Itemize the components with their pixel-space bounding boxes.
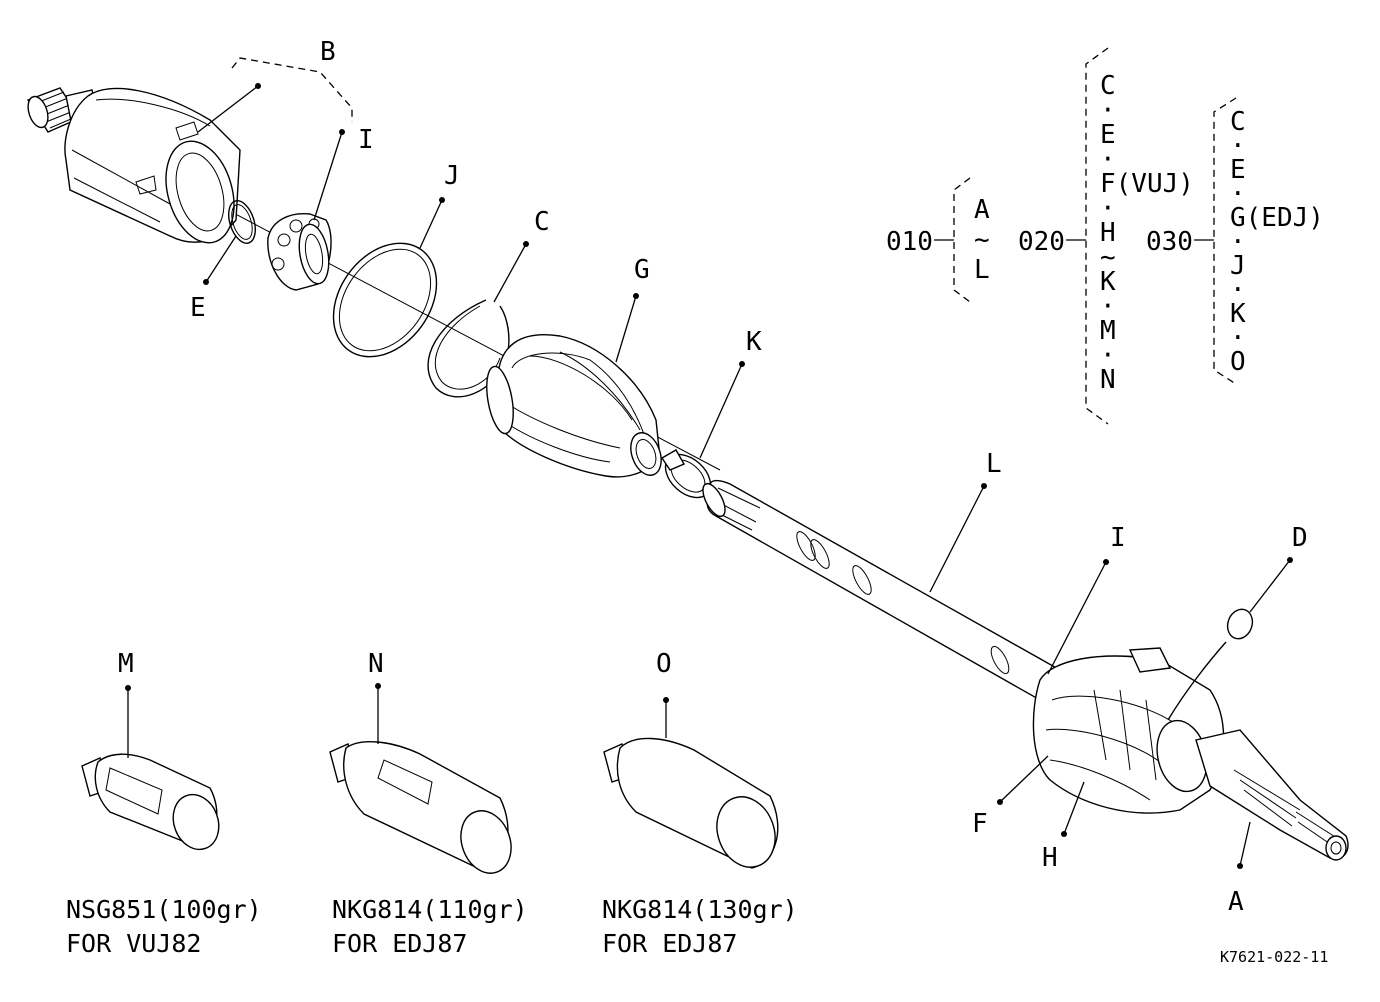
g030-item: J [1230,251,1246,281]
g020-item: C [1100,71,1116,101]
g030-item: E [1230,155,1246,185]
callout-b: B [320,37,336,67]
callout-j: J [444,161,460,191]
g020-item: N [1100,365,1116,395]
g020-item: E [1100,120,1116,150]
callout-labels: B I E J C G K L I D F H A M N O [118,37,1308,917]
callout-g: G [634,255,650,285]
boot-g [486,334,662,478]
grease-tube-m [81,753,220,851]
callout-l: L [986,449,1002,479]
g030-item: O [1230,347,1246,377]
g030-item: C [1230,107,1246,137]
g020-item: M [1100,316,1116,346]
drawing-number: K7621-022-11 [1220,948,1328,966]
snap-ring-d [1226,608,1254,640]
group-030-code: 030 [1146,227,1193,257]
grease-tube-n [329,741,512,874]
g010-item: A [974,195,990,225]
callout-i-top: I [358,125,374,155]
g020-item: ~ [1100,243,1116,273]
callout-m: M [118,649,134,679]
circlip-c [427,299,510,398]
grease-m-line2: FOR VUJ82 [66,929,201,958]
grease-m-line1: NSG851(100gr) [66,895,262,924]
callout-h: H [1042,843,1058,873]
snap-ring-e [228,200,256,244]
g030-item: · [1230,131,1246,161]
outer-joint-housing [26,87,241,244]
callout-i-bottom: I [1110,523,1126,553]
g020-item: · [1100,194,1116,224]
g030-item: · [1230,275,1246,305]
g010-item: ~ [974,225,990,255]
shaft-l [702,479,1062,701]
callout-e: E [190,293,206,323]
g020-item: · [1100,96,1116,126]
grease-o-line2: FOR EDJ87 [602,929,737,958]
grease-captions: NSG851(100gr) FOR VUJ82 NKG814(110gr) FO… [66,895,798,958]
callout-f: F [972,809,988,839]
grease-tube-o [603,737,779,869]
g010-item: L [974,255,990,285]
g030-item: · [1230,227,1246,257]
callout-c: C [534,207,550,237]
g030-item: · [1230,179,1246,209]
g020-item: · [1100,145,1116,175]
boot-band-j [332,242,438,358]
callout-n: N [368,649,384,679]
callout-k: K [746,327,762,357]
group-010-items: A~L [974,195,990,285]
leader-lines [125,57,1293,869]
g020-item: F(VUJ) [1100,169,1194,199]
g030-item: · [1230,323,1246,353]
group-030-items: C·E·G(EDJ)·J·K·O [1230,107,1324,377]
boot-band-k [661,449,712,499]
group-020-items: C·E·F(VUJ)·H~K·M·N [1100,71,1194,395]
inner-joint-assembly [1032,647,1349,861]
g020-item: · [1100,292,1116,322]
callout-o: O [656,649,672,679]
group-020-code: 020 [1018,227,1065,257]
inner-race-cage [267,213,332,291]
callout-d: D [1292,523,1308,553]
group-legend: 010 A~L 020 C·E·F(VUJ)·H~K·M·N 030 C·E·G… [886,47,1324,425]
grease-n-line2: FOR EDJ87 [332,929,467,958]
g030-item: G(EDJ) [1230,203,1324,233]
g020-item: · [1100,341,1116,371]
g030-item: K [1230,299,1246,329]
grease-n-line1: NKG814(110gr) [332,895,528,924]
g020-item: K [1100,267,1116,297]
g020-item: H [1100,218,1116,248]
group-010-code: 010 [886,227,933,257]
grease-o-line1: NKG814(130gr) [602,895,798,924]
callout-a: A [1228,887,1244,917]
